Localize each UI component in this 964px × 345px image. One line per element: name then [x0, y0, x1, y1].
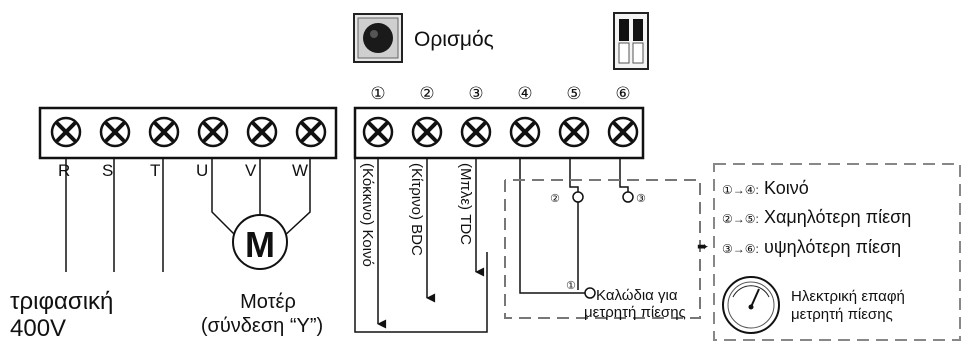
contact-label-3: ③: [636, 193, 646, 205]
control-terminal-number-5: ⑤: [566, 84, 581, 103]
control-terminal-screw-2: [411, 116, 443, 148]
control-terminal-screw-5: [558, 116, 590, 148]
legend-text-1: Κοινό: [764, 178, 809, 198]
control-terminal-screws: [362, 116, 639, 148]
power-terminal-label-r: R: [58, 161, 70, 180]
pointer-icon: ➨: [697, 238, 709, 254]
control-terminal-number-3: ③: [468, 84, 483, 103]
control-terminal-number-4: ④: [517, 84, 532, 103]
power-terminal-label-t: T: [150, 161, 160, 180]
power-terminal-screws: [50, 116, 327, 148]
power-terminal-block: R S T U V W: [38, 106, 338, 180]
power-terminal-screw-t: [148, 116, 180, 148]
control-terminal-block: ① ② ③ ④ ⑤ ⑥: [353, 84, 645, 160]
gauge-label-line1: Ηλεκτρική επαφή: [791, 288, 905, 305]
control-terminal-number-6: ⑥: [615, 84, 630, 103]
power-terminal-label-v: V: [245, 161, 257, 180]
three-phase-wires: [65, 158, 164, 272]
dashed-enclosure: [504, 179, 701, 319]
signal-wires: [354, 158, 488, 333]
control-terminal-number-1: ①: [370, 84, 385, 103]
motor-label-line2: (σύνδεση “Y”): [201, 315, 323, 337]
motor-label-line1: Μοτέρ: [240, 291, 296, 313]
motor-wires: [211, 158, 311, 239]
control-terminal-screw-4: [509, 116, 541, 148]
legend-key-2: ②→⑤:: [722, 212, 759, 226]
power-terminal-label-w: W: [292, 161, 308, 180]
power-terminal-label-u: U: [196, 161, 208, 180]
power-terminal-letters: R S T U V W: [58, 161, 308, 180]
power-terminal-screw-w: [295, 116, 327, 148]
power-terminal-screw-s: [99, 116, 131, 148]
motor-symbol: M: [232, 214, 288, 270]
legend-text-2: Χαμηλότερη πίεση: [764, 207, 911, 227]
pressure-gauge-icon: [722, 276, 780, 334]
gauge-contact-wires: [519, 158, 629, 294]
control-terminal-screw-6: [607, 116, 639, 148]
control-terminal-screw-3: [460, 116, 492, 148]
set-button-icon: [353, 13, 403, 63]
wire-label-red-common: (Κόκκινο) Κοινό: [359, 163, 376, 267]
contact-label-2: ②: [550, 193, 560, 205]
legend-key-1: ①→④:: [722, 183, 759, 197]
gauge-wires-label-line2: μετρητή πίεσης: [584, 304, 686, 321]
control-terminal-numbers: ① ② ③ ④ ⑤ ⑥: [370, 84, 630, 103]
wire-label-blue-tdc: (Μπλε) TDC: [457, 163, 474, 245]
power-terminal-label-s: S: [102, 161, 113, 180]
control-terminal-screw-1: [362, 116, 394, 148]
gauge-wires-label-line1: Καλώδια για: [596, 287, 678, 304]
wire-label-yellow-bdc: (Κίτρινο) BDC: [408, 163, 425, 256]
legend-rows: ①→④: Κοινό ②→⑤: Χαμηλότερη πίεση ③→⑥: υψ…: [722, 178, 911, 257]
three-phase-label-line1: τριφασική: [10, 288, 113, 315]
power-terminal-screw-v: [246, 116, 278, 148]
power-terminal-screw-r: [50, 116, 82, 148]
three-phase-label-line2: 400V: [10, 315, 66, 342]
control-terminal-number-2: ②: [419, 84, 434, 103]
set-button-label: Ορισμός: [414, 28, 494, 51]
gauge-label-line2: μετρητή πίεσης: [791, 306, 893, 323]
power-terminal-screw-u: [197, 116, 229, 148]
legend-key-3: ③→⑥:: [722, 242, 759, 256]
motor-letter: M: [245, 224, 275, 265]
dip-switch-icon: [613, 12, 649, 70]
legend-text-3: υψηλότερη πίεση: [764, 237, 901, 257]
contact-label-1: ①: [566, 280, 576, 292]
gauge-contact-circles: [572, 191, 634, 299]
